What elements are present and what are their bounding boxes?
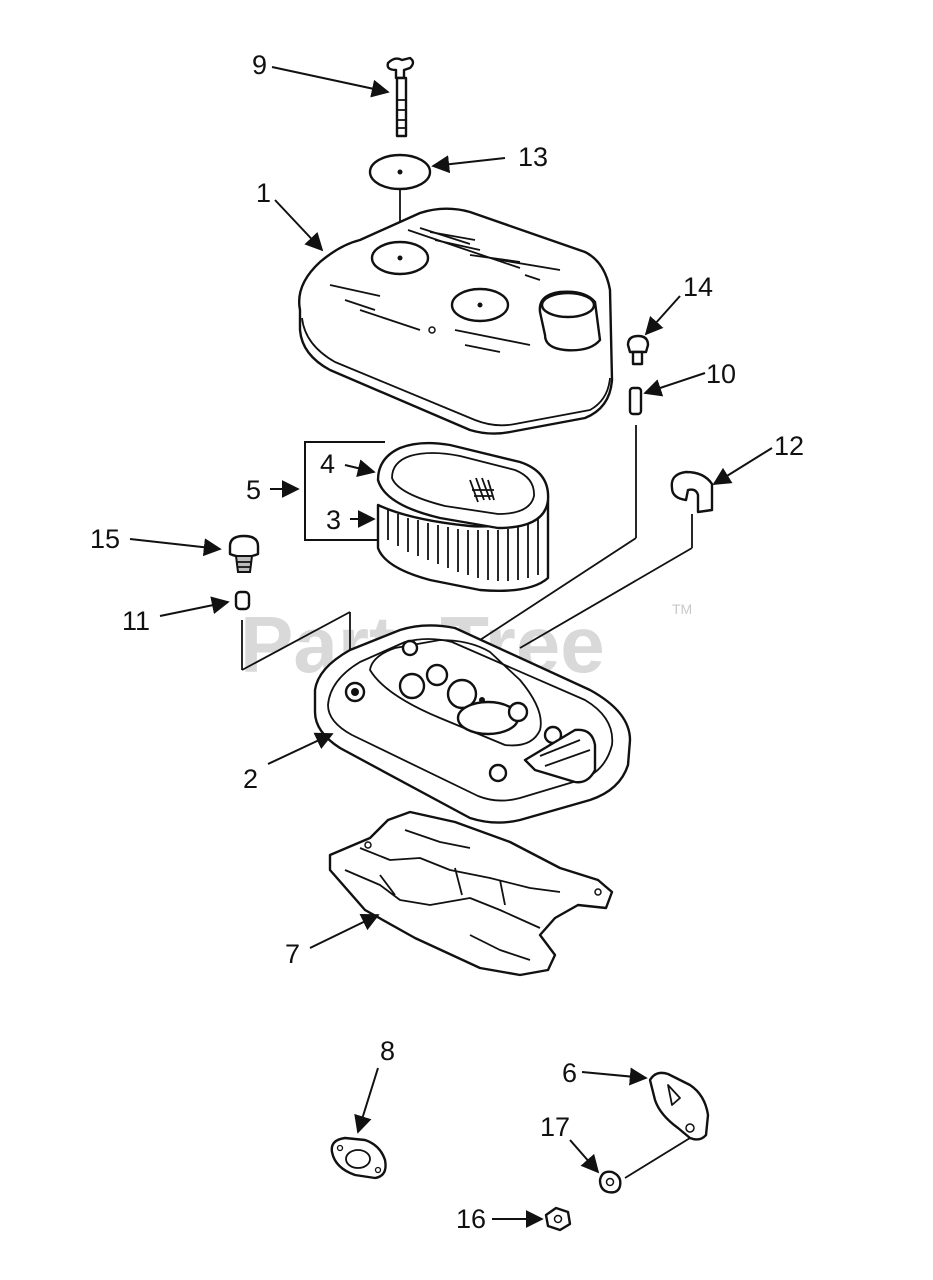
part-1-air-cleaner-cover <box>298 207 614 435</box>
part-2-air-cleaner-base <box>313 624 632 824</box>
part-5-bracket <box>304 441 385 541</box>
callout-labels: 9 13 1 14 10 12 4 5 3 15 11 2 7 8 6 17 1… <box>90 50 804 1234</box>
part-3-4-filter-element <box>376 441 550 592</box>
callout-5: 5 <box>246 475 261 505</box>
part-6-bracket <box>624 1071 710 1179</box>
callout-11: 11 <box>122 606 150 636</box>
callout-16: 16 <box>456 1204 486 1234</box>
part-9-wing-bolt <box>386 56 415 138</box>
part-12-elbow-hose <box>519 470 714 649</box>
callout-1: 1 <box>256 178 271 208</box>
part-8-gasket <box>330 1136 387 1180</box>
callout-8: 8 <box>380 1036 395 1066</box>
callout-17: 17 <box>540 1112 570 1142</box>
part-13-washer <box>368 153 432 253</box>
callout-4: 4 <box>320 449 335 479</box>
callout-2: 2 <box>243 764 258 794</box>
part-15-valve <box>228 534 260 573</box>
part-17-washer <box>598 1170 622 1194</box>
callout-6: 6 <box>562 1058 577 1088</box>
callout-15: 15 <box>90 524 120 554</box>
callout-14: 14 <box>683 272 713 302</box>
leader-lines <box>129 66 773 1228</box>
part-14-screw <box>626 334 650 366</box>
part-16-nut <box>544 1206 572 1232</box>
part-7-plate <box>328 810 614 977</box>
callout-3: 3 <box>326 505 341 535</box>
callout-7: 7 <box>285 939 300 969</box>
callout-12: 12 <box>774 431 804 461</box>
callout-13: 13 <box>518 142 548 172</box>
callout-9: 9 <box>252 50 267 80</box>
watermark-trademark: TM <box>672 601 692 617</box>
callout-10: 10 <box>706 359 736 389</box>
